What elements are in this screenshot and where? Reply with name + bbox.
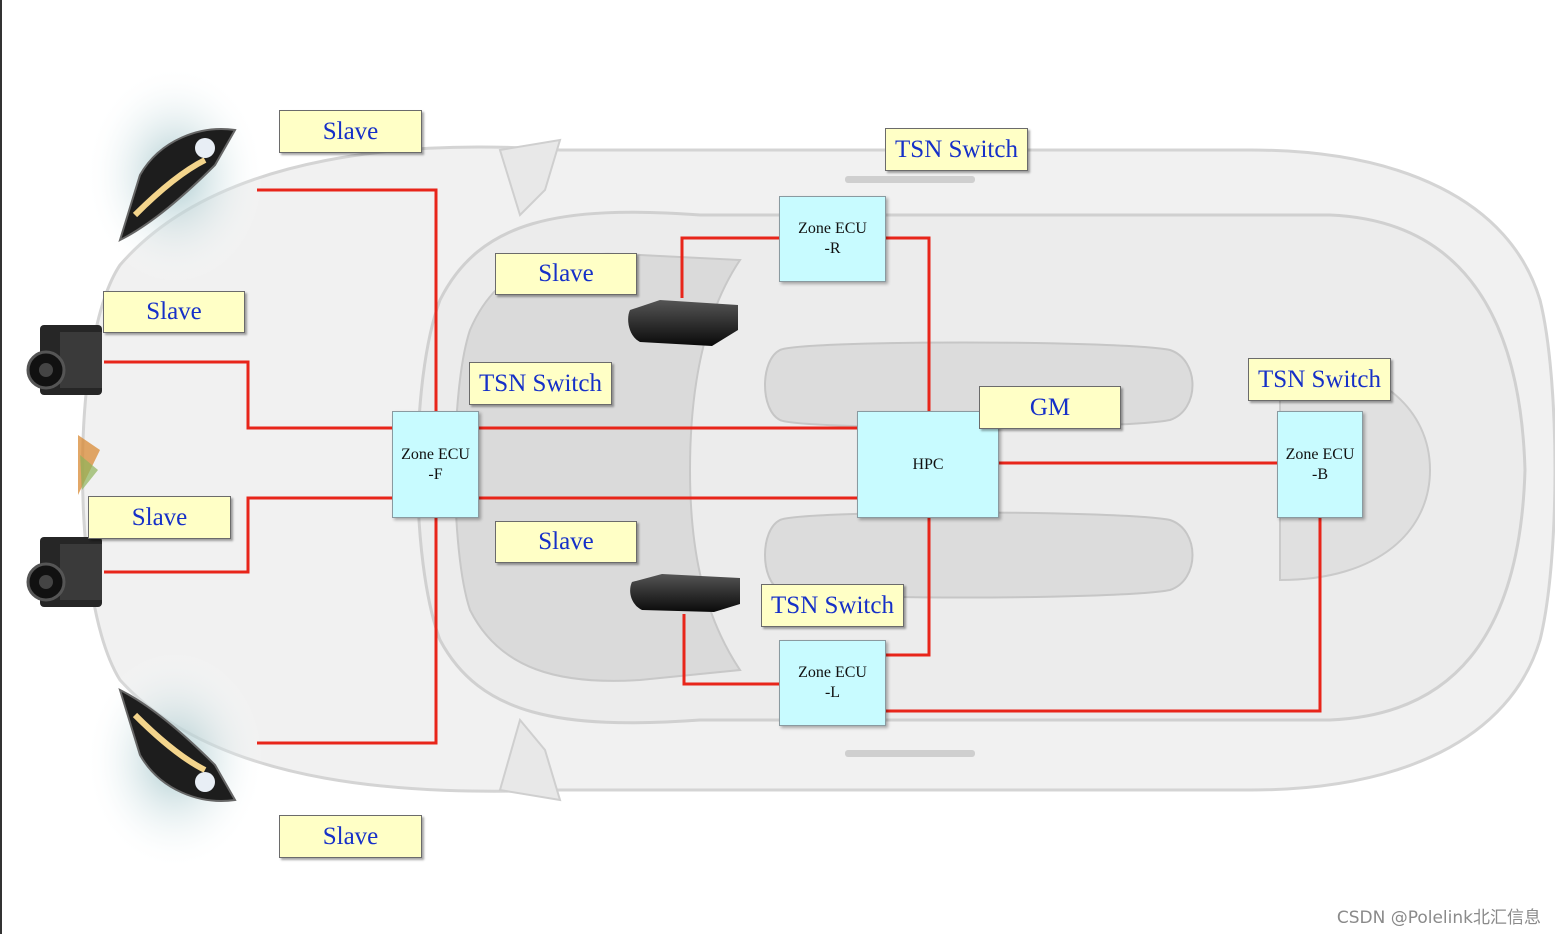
label-gm: GM <box>979 386 1121 429</box>
link-headlight-bottom <box>257 518 438 745</box>
zone-ecu-back-line2: -B <box>1312 465 1328 483</box>
label-slave-lidar-bottom: Slave <box>495 521 637 563</box>
brand-badge-icon <box>78 435 100 495</box>
link-zoner-hpc <box>886 236 931 412</box>
hpc-box: HPC <box>857 411 999 518</box>
label-tsn-switch-back: TSN Switch <box>1248 358 1391 401</box>
zone-ecu-back-line1: Zone ECU <box>1285 445 1355 463</box>
hpc-label: HPC <box>912 455 944 473</box>
lidar-bottom-icon <box>630 574 740 612</box>
zone-ecu-left-line2: -L <box>824 684 841 701</box>
link-lidar-bottom <box>682 614 779 686</box>
link-headlight-top <box>257 188 438 412</box>
link-camera-top <box>104 360 393 430</box>
camera-top-icon <box>26 325 102 395</box>
label-slave-headlight-top: Slave <box>279 110 422 153</box>
zone-ecu-left-line1: Zone ECU <box>798 664 867 681</box>
zone-ecu-right-line1: Zone ECU <box>798 220 867 237</box>
label-tsn-switch-front: TSN Switch <box>469 362 612 405</box>
lidar-top-icon <box>628 300 738 346</box>
link-zonel-zoneb <box>886 518 1322 713</box>
headlight-bottom-icon <box>118 688 237 802</box>
label-tsn-switch-left: TSN Switch <box>761 584 904 627</box>
zone-ecu-back: Zone ECU -B <box>1277 411 1363 518</box>
zone-ecu-front: Zone ECU -F <box>392 411 479 518</box>
zone-ecu-right-line2: -R <box>824 240 841 257</box>
label-tsn-switch-right: TSN Switch <box>885 128 1028 171</box>
link-zonel-hpc <box>886 518 931 657</box>
link-camera-bottom <box>104 496 393 574</box>
watermark: CSDN @Polelink北汇信息 <box>1336 908 1541 928</box>
zone-ecu-front-line2: -F <box>428 465 443 483</box>
left-border-line <box>0 0 2 934</box>
zone-ecu-right: Zone ECU -R <box>779 196 886 282</box>
zone-ecu-left: Zone ECU -L <box>779 640 886 726</box>
camera-bottom-icon <box>26 537 102 607</box>
network-links <box>104 188 1322 745</box>
label-slave-camera-top: Slave <box>103 291 245 333</box>
door-strip-left <box>845 750 975 757</box>
headlight-top-icon <box>118 128 237 242</box>
door-strip-right <box>845 176 975 183</box>
label-slave-lidar-top: Slave <box>495 253 637 295</box>
zone-ecu-front-line1: Zone ECU <box>401 445 470 463</box>
label-slave-camera-bottom: Slave <box>88 496 231 539</box>
label-slave-headlight-bottom: Slave <box>279 815 422 858</box>
link-lidar-top <box>680 236 779 298</box>
